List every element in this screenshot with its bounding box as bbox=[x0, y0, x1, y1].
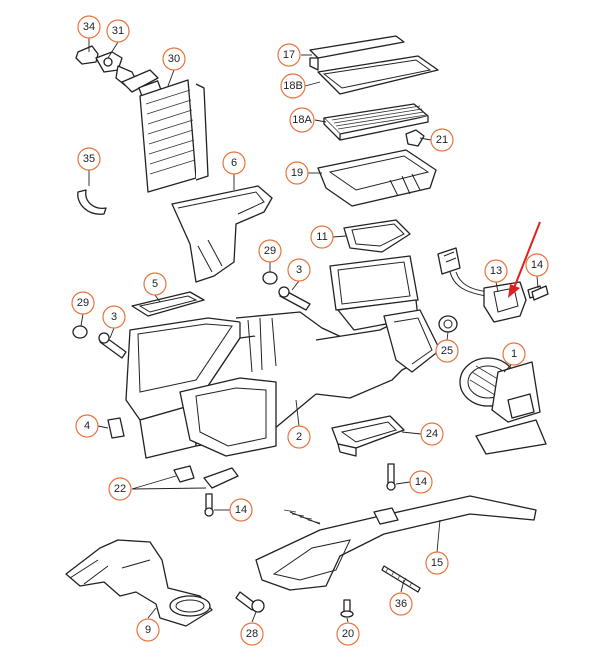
svg-text:36: 36 bbox=[395, 598, 407, 610]
callout-28: 28 bbox=[240, 622, 264, 646]
callout-30: 30 bbox=[162, 47, 186, 71]
callout-2: 2 bbox=[287, 425, 311, 449]
callout-15: 15 bbox=[425, 551, 449, 575]
callout-25: 25 bbox=[435, 339, 459, 363]
svg-text:2: 2 bbox=[296, 431, 302, 443]
callout-14-upper: 14 bbox=[525, 253, 549, 277]
pollen-filter-part bbox=[323, 103, 429, 141]
blower-resistor-part bbox=[437, 247, 543, 323]
heater-core-part bbox=[121, 69, 209, 193]
svg-text:18B: 18B bbox=[283, 80, 303, 92]
callout-14-lower: 14 bbox=[229, 498, 253, 522]
svg-text:20: 20 bbox=[342, 628, 354, 640]
svg-text:19: 19 bbox=[291, 167, 303, 179]
cross-member-part bbox=[255, 495, 537, 591]
flap-lever-part bbox=[173, 465, 239, 489]
svg-text:14: 14 bbox=[531, 259, 543, 271]
svg-text:28: 28 bbox=[246, 628, 258, 640]
strip-36-part bbox=[381, 565, 421, 593]
filter-frame-part bbox=[309, 35, 405, 71]
callout-29-upper: 29 bbox=[258, 239, 282, 263]
svg-text:14: 14 bbox=[235, 504, 247, 516]
callout-17: 17 bbox=[277, 43, 301, 67]
callout-34: 34 bbox=[77, 15, 101, 39]
svg-text:34: 34 bbox=[83, 21, 95, 33]
heater-housing-part bbox=[125, 255, 441, 459]
callout-13: 13 bbox=[484, 259, 508, 283]
retaining-clip-part bbox=[77, 189, 107, 215]
callout-19: 19 bbox=[285, 161, 309, 185]
svg-text:31: 31 bbox=[112, 25, 124, 37]
callout-31: 31 bbox=[106, 19, 130, 43]
gasket-5-part bbox=[131, 291, 205, 317]
svg-text:22: 22 bbox=[114, 483, 126, 495]
filter-housing-part bbox=[317, 149, 437, 207]
gasket-11-part bbox=[343, 219, 411, 253]
callout-35: 35 bbox=[77, 147, 101, 171]
callout-3-lower: 3 bbox=[102, 305, 126, 329]
svg-text:11: 11 bbox=[316, 231, 327, 243]
svg-text:4: 4 bbox=[84, 420, 90, 432]
callout-18a: 18A bbox=[289, 107, 315, 133]
callout-6: 6 bbox=[222, 151, 246, 175]
callout-18b: 18B bbox=[280, 73, 306, 99]
svg-text:1: 1 bbox=[511, 348, 517, 360]
screw-3-part bbox=[98, 286, 311, 359]
svg-text:3: 3 bbox=[111, 311, 117, 323]
svg-text:30: 30 bbox=[168, 53, 180, 65]
highlight-arrow bbox=[508, 221, 541, 298]
leader-lines bbox=[80, 38, 539, 623]
svg-text:29: 29 bbox=[264, 245, 276, 257]
callout-20: 20 bbox=[336, 622, 360, 646]
callout-9: 9 bbox=[136, 618, 160, 642]
svg-text:18A: 18A bbox=[292, 114, 312, 126]
callout-11: 11 bbox=[310, 225, 334, 249]
air-duct-part bbox=[171, 185, 273, 283]
svg-text:6: 6 bbox=[231, 157, 237, 169]
callout-21: 21 bbox=[430, 128, 454, 152]
screw-14-part bbox=[204, 285, 549, 517]
nut-21-part bbox=[405, 129, 425, 147]
bracket-24-part bbox=[331, 415, 405, 457]
svg-text:17: 17 bbox=[283, 49, 295, 61]
callout-5: 5 bbox=[143, 272, 167, 296]
svg-text:9: 9 bbox=[145, 624, 151, 636]
screw-28-part bbox=[235, 591, 265, 613]
callout-22: 22 bbox=[108, 477, 132, 501]
callout-29-lower: 29 bbox=[71, 291, 95, 315]
plate-4-part bbox=[107, 417, 125, 439]
footwell-duct-part bbox=[65, 539, 213, 627]
svg-text:3: 3 bbox=[296, 264, 302, 276]
blower-motor-part bbox=[459, 357, 547, 455]
callout-36: 36 bbox=[389, 592, 413, 616]
svg-text:21: 21 bbox=[436, 134, 448, 146]
callout-4: 4 bbox=[75, 414, 99, 438]
callout-14-middle: 14 bbox=[409, 470, 433, 494]
svg-text:13: 13 bbox=[490, 265, 502, 277]
callout-24: 24 bbox=[420, 422, 444, 446]
grommet-25-part bbox=[438, 315, 458, 333]
svg-text:35: 35 bbox=[83, 153, 95, 165]
callout-3-upper: 3 bbox=[287, 258, 311, 282]
svg-text:29: 29 bbox=[77, 297, 89, 309]
svg-text:14: 14 bbox=[415, 476, 427, 488]
svg-text:15: 15 bbox=[431, 557, 443, 569]
svg-text:5: 5 bbox=[152, 278, 158, 290]
screw-20-part bbox=[340, 599, 354, 618]
callout-1: 1 bbox=[502, 342, 526, 366]
svg-text:25: 25 bbox=[441, 345, 453, 357]
filter-tray-part bbox=[317, 55, 439, 95]
svg-text:24: 24 bbox=[426, 428, 438, 440]
